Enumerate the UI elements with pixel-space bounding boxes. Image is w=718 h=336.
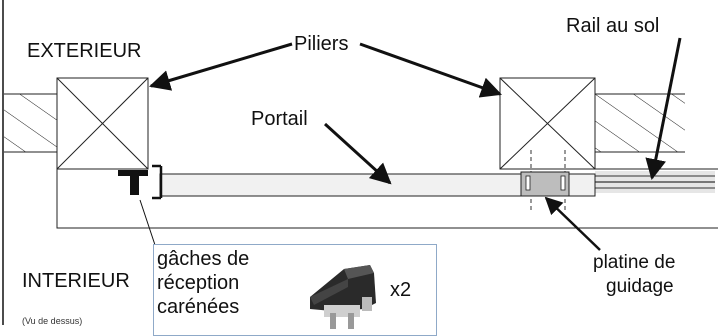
left-wall xyxy=(4,93,57,153)
keeper-caption-line3: carénées xyxy=(157,296,240,318)
gate-plan-diagram xyxy=(2,0,718,325)
keeper-caption-line2: réception xyxy=(157,272,240,294)
right-pillar xyxy=(499,77,596,170)
keeper-caption-line1: gâches de xyxy=(157,248,250,270)
right-wall xyxy=(595,93,685,153)
ground-rail xyxy=(595,171,715,193)
exterieur-label: EXTERIEUR xyxy=(27,40,142,62)
arrow-rail xyxy=(645,37,682,181)
interieur-label: INTERIEUR xyxy=(22,270,130,292)
vue-label: (Vu de dessus) xyxy=(22,316,83,326)
guide-plate xyxy=(520,150,570,212)
arrow-piliers-left xyxy=(148,42,293,91)
left-pillar xyxy=(56,77,149,170)
receiving-keeper xyxy=(118,164,163,200)
platine-label-line1: platine de xyxy=(593,252,676,273)
portail-label: Portail xyxy=(251,108,308,130)
keeper-leader xyxy=(139,199,156,246)
keeper-photo xyxy=(310,265,376,329)
keeper-inset-box: gâches de réception carénées x2 xyxy=(153,244,437,336)
driveway-outline xyxy=(56,169,718,229)
platine-label-line2: guidage xyxy=(606,276,674,297)
keeper-caption: gâches de réception carénées xyxy=(157,247,249,319)
arrow-platine xyxy=(544,196,601,251)
arrow-portail xyxy=(323,122,392,185)
piliers-label: Piliers xyxy=(294,33,349,55)
arrow-piliers-right xyxy=(359,42,502,98)
rail-label: Rail au sol xyxy=(566,15,660,37)
keeper-quantity: x2 xyxy=(390,279,412,301)
